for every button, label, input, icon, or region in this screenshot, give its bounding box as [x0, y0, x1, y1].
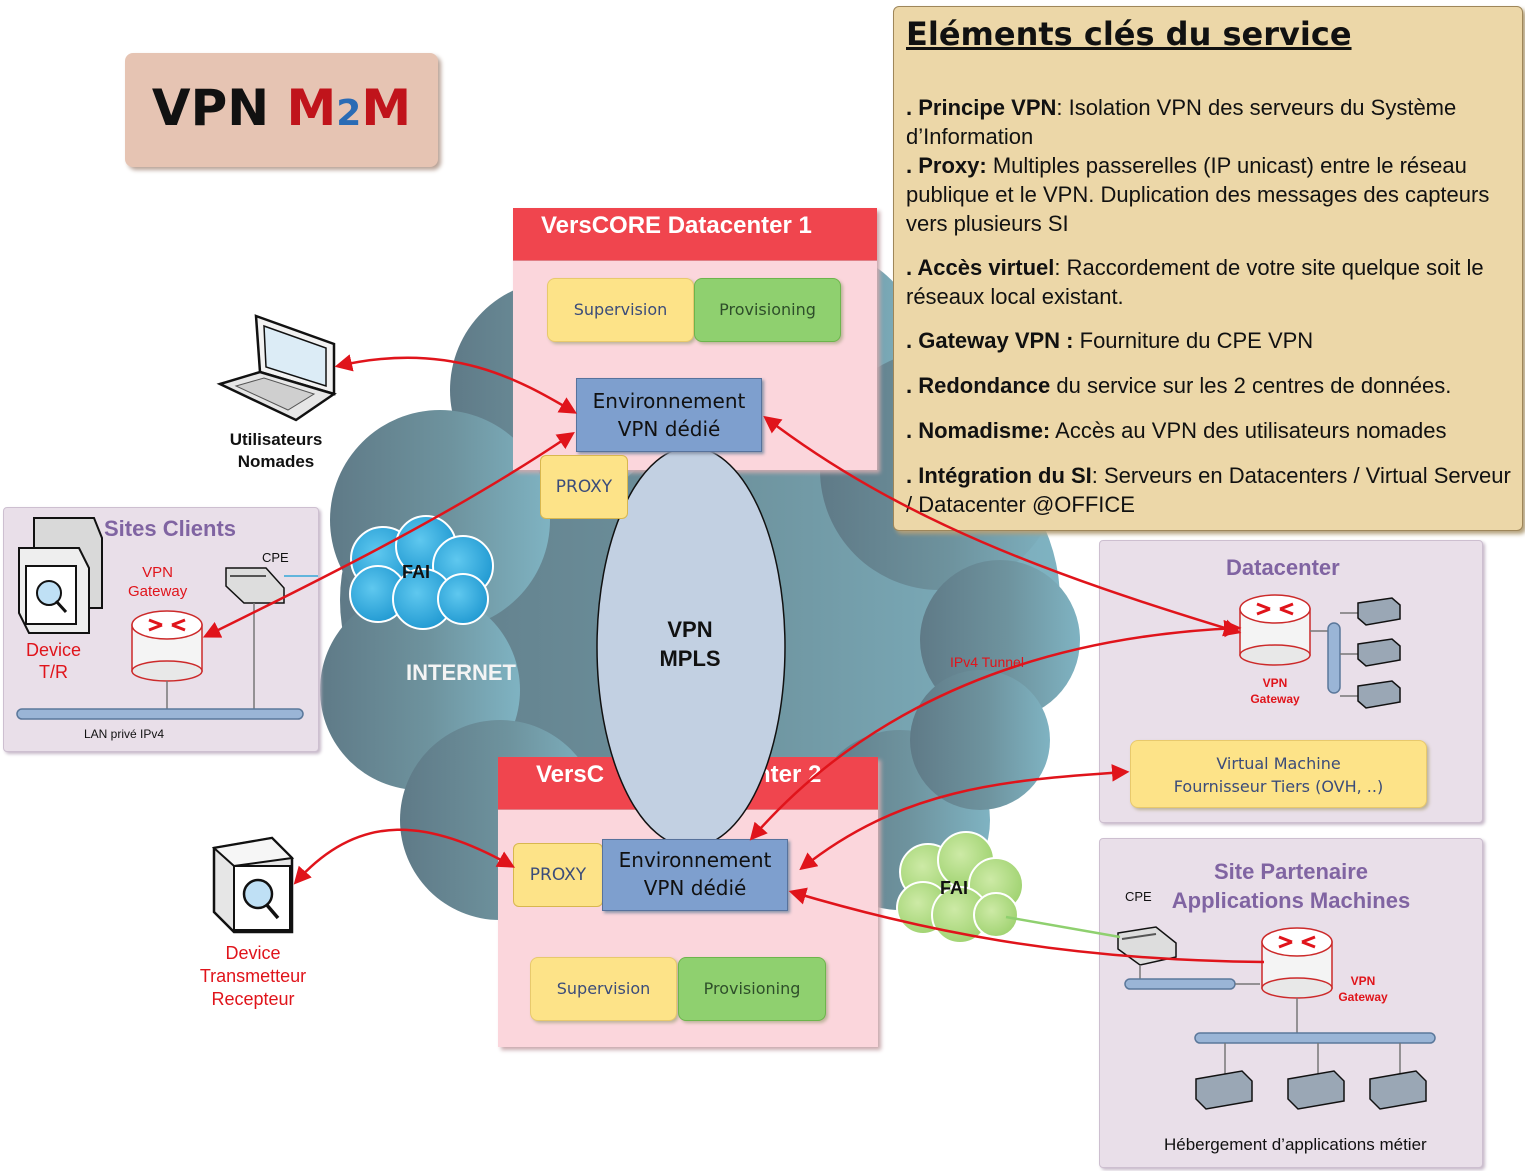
provisioning-box-1: Provisioning — [694, 278, 841, 342]
device-transmitter-icon — [211, 836, 295, 934]
datacenter-gateway-line-2: Gateway — [1250, 692, 1300, 706]
supervision-box-1: Supervision — [547, 278, 694, 342]
fai-1-label: FAI — [402, 562, 431, 582]
vpn-env-1-line-2: VPN dédié — [617, 417, 721, 441]
partner-gateway-line-2: Gateway — [1338, 990, 1388, 1004]
provisioning-box-2: Provisioning — [678, 957, 826, 1021]
device-trx-line-3: Recepteur — [211, 989, 295, 1009]
proxy-box-2: PROXY — [513, 843, 603, 907]
cpe-device-icon — [225, 567, 285, 604]
key-elements-box: Eléments clés du service . Principe VPN:… — [893, 6, 1523, 531]
rack-server-icon — [1357, 597, 1401, 709]
vpn-env-2-line-2: VPN dédié — [643, 876, 747, 900]
key-elements-heading: Eléments clés du service — [906, 15, 1352, 53]
vpn-env-2-line-1: Environnement — [618, 848, 772, 872]
rack-server-icon — [1195, 1070, 1427, 1110]
lan-bus — [16, 708, 304, 720]
partner-drawing — [1117, 926, 1436, 1110]
virtual-machine-line-1: Virtual Machine — [1216, 754, 1341, 773]
page-title: VPN M2M — [151, 79, 412, 137]
sites-clients-panel: Sites Clients Device T/R — [3, 507, 319, 752]
sites-clients-gateway-line-2: Gateway — [128, 583, 188, 600]
partner-title-line-1: Site Partenaire — [1213, 859, 1369, 884]
device-tr-line-1: Device — [26, 640, 82, 660]
device-trx-line-2: Transmetteur — [199, 966, 307, 986]
key-item-integration: . Intégration du SI: Serveurs en Datacen… — [906, 463, 1511, 517]
vpn-env-box-2: Environnement VPN dédié — [602, 839, 788, 911]
vpn-mpls-line-1: VPN — [667, 617, 713, 642]
device-tr-line-2: T/R — [39, 662, 69, 682]
fai-2-label: FAI — [940, 878, 969, 898]
nomads-label: Utilisateurs Nomades — [224, 429, 328, 473]
internet-label: INTERNET — [406, 660, 516, 685]
sites-clients-cpe-label: CPE — [262, 550, 289, 565]
vpn-env-box-1: Environnement VPN dédié — [576, 378, 762, 452]
datacenter-gateway-line-1: VPN — [1262, 676, 1288, 690]
key-item-gateway: . Gateway VPN : Fourniture du CPE VPN — [906, 328, 1314, 353]
proxy-box-1: PROXY — [540, 455, 628, 519]
partner-gateway-label: VPN Gateway — [1336, 973, 1390, 1005]
nomads-line-2: Nomades — [237, 452, 315, 471]
title-box: VPN M2M — [125, 53, 438, 167]
device-tr-label: Device T/R — [26, 639, 81, 683]
router-icon — [131, 610, 203, 682]
router-icon — [1239, 594, 1311, 666]
vpn-env-1-line-1: Environnement — [592, 389, 746, 413]
server-icon — [18, 517, 103, 634]
sites-clients-drawing — [16, 517, 318, 720]
nomads-line-1: Utilisateurs — [229, 430, 323, 449]
datacenter-gateway-label: VPN Gateway — [1248, 675, 1302, 707]
cpe-device-icon — [1117, 926, 1177, 966]
supervision-box-2: Supervision — [530, 957, 677, 1021]
datacenter-2-title-left: VersC — [536, 761, 605, 788]
datacenter-panel: Datacenter VPN Gateway Virtual Machine F… — [1099, 540, 1483, 823]
virtual-machine-box: Virtual Machine Fournisseur Tiers (OVH, … — [1130, 740, 1427, 808]
hosting-label: Hébergement d’applications métier — [1164, 1135, 1427, 1154]
device-trx-line-1: Device — [225, 943, 281, 963]
partner-gateway-line-1: VPN — [1350, 974, 1376, 988]
key-item-proxy: . Proxy: Multiples passerelles (IP unica… — [906, 153, 1490, 236]
key-item-nomadisme: . Nomadisme: Accès au VPN des utilisateu… — [906, 418, 1447, 443]
virtual-machine-line-2: Fournisseur Tiers (OVH, ..) — [1173, 777, 1384, 796]
sites-clients-gateway-line-1: VPN — [142, 564, 174, 581]
device-trx-label: Device Transmetteur Recepteur — [190, 942, 316, 1011]
datacenter-1-title: VersCORE Datacenter 1 — [513, 208, 877, 261]
lan-label: LAN privé IPv4 — [84, 727, 165, 741]
partner-panel: Site Partenaire Applications Machines CP… — [1099, 838, 1483, 1168]
key-item-acces: . Accès virtuel: Raccordement de votre s… — [906, 255, 1484, 309]
vpn-mpls-line-2: MPLS — [659, 646, 721, 671]
key-item-principe: . Principe VPN: Isolation VPN des serveu… — [906, 95, 1457, 149]
datacenter-drawing — [1239, 594, 1401, 709]
router-icon — [1261, 927, 1333, 999]
ipv4-tunnel-label: IPv4 Tunnel — [950, 654, 1024, 670]
datacenter-panel-title: Datacenter — [1226, 555, 1340, 580]
sites-clients-gateway-label: VPN Gateway — [128, 563, 187, 601]
key-item-redondance: . Redondance du service sur les 2 centre… — [906, 373, 1452, 398]
laptop-icon — [216, 314, 337, 422]
vpn-mpls-label: VPN MPLS — [650, 615, 730, 673]
